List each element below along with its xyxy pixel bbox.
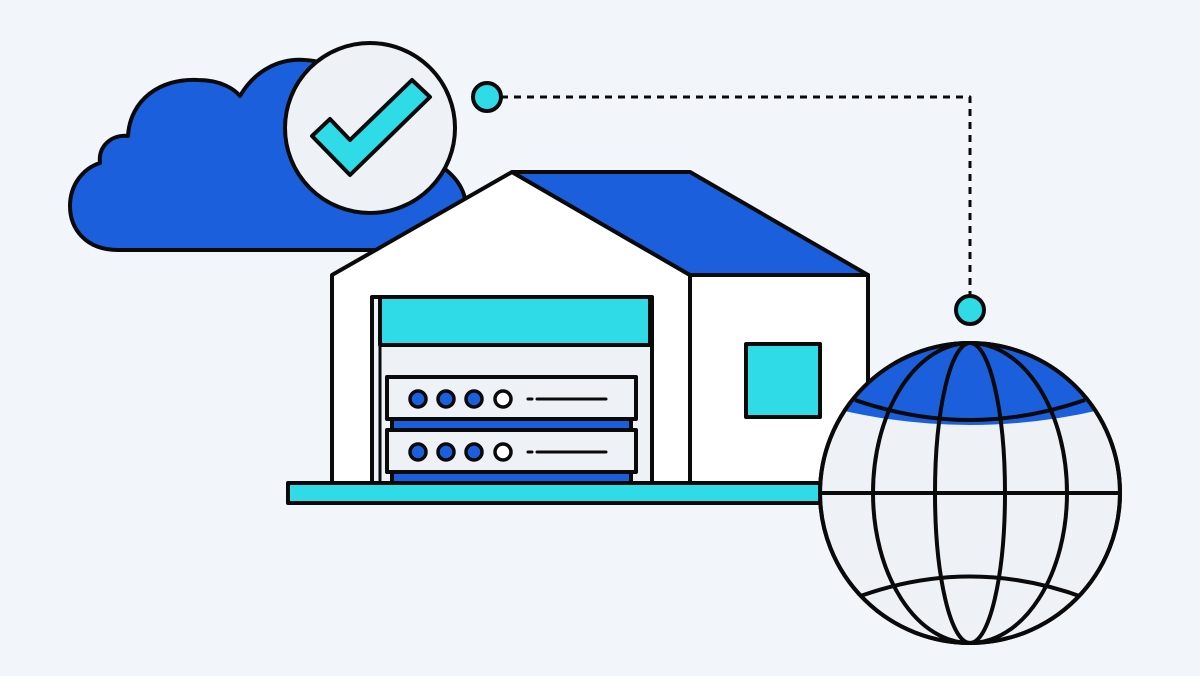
checkmark-icon xyxy=(310,78,432,177)
server-rack-icon xyxy=(385,375,638,485)
globe-icon xyxy=(818,341,1122,645)
dashed-connector-line xyxy=(501,95,972,296)
globe-cap xyxy=(840,343,1100,425)
server-status-light-icon xyxy=(408,389,428,409)
server-status-light-icon xyxy=(436,442,456,462)
server-status-light-icon xyxy=(464,389,484,409)
server-status-light-icon xyxy=(493,389,513,409)
connector-node-icon xyxy=(954,294,986,326)
garage-door-header xyxy=(378,295,652,347)
server-status-light-icon xyxy=(493,442,513,462)
server-status-light-icon xyxy=(464,442,484,462)
floor-bar xyxy=(286,481,835,505)
window-icon xyxy=(744,342,822,419)
connector-node-icon xyxy=(471,81,503,113)
checkmark-badge xyxy=(283,41,457,215)
server-status-light-icon xyxy=(436,389,456,409)
server-status-light-icon xyxy=(408,442,428,462)
